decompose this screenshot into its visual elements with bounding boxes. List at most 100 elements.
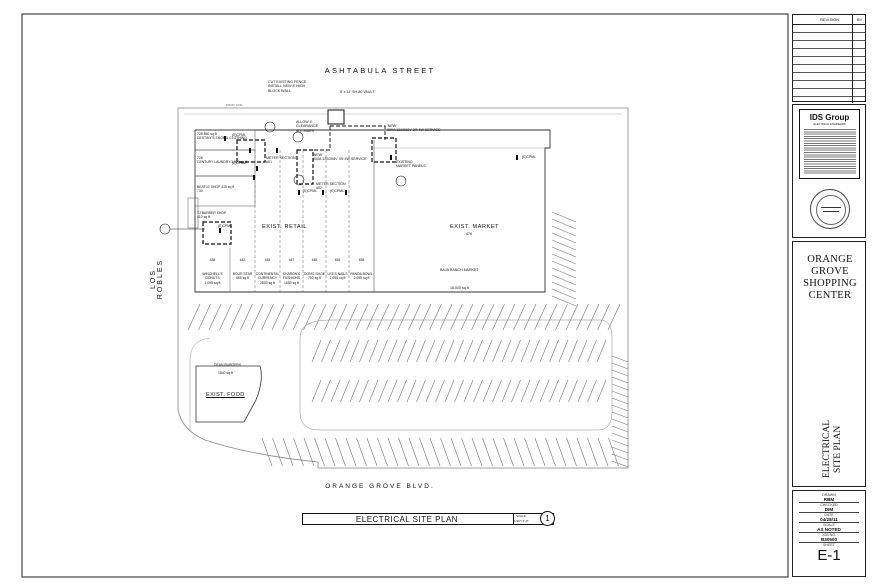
parking-stripe [611, 383, 629, 391]
meter-icon [264, 121, 407, 187]
parking-stripe [534, 303, 547, 331]
parking-stripe [586, 303, 600, 331]
parking-stripe [378, 339, 388, 363]
parking-stripe [314, 437, 325, 467]
parking-stripe [272, 437, 283, 467]
parking-stripe [473, 379, 483, 403]
parking-stripe [419, 437, 430, 467]
meter-1-callout: METER SECTION#01 [266, 156, 296, 165]
storefront-number: 445 [264, 258, 271, 262]
parking-stripe [611, 390, 629, 398]
parking-stripe [549, 339, 559, 363]
vault-callout: 8' x 14' SH-80 VAULT [340, 90, 375, 94]
cpml-label: (E)CPML [330, 189, 344, 193]
parking-stripe [311, 339, 322, 363]
storefront-number: 447 [288, 258, 295, 262]
parking-stripe [368, 379, 379, 403]
parking-stripe [397, 339, 407, 363]
parking-stripe [597, 437, 609, 467]
parking-stripe [398, 437, 409, 467]
parking-stripe [597, 303, 610, 331]
parking-stripe [473, 339, 483, 363]
parking-stripe [544, 303, 558, 331]
parking-stripe [482, 437, 493, 467]
parking-stripe [513, 437, 525, 467]
parking-stripe [551, 274, 577, 286]
parking-stripe [545, 437, 556, 467]
firm-logo-box: IDS Group ELECTRICAL ENGINEERS [799, 109, 860, 179]
parking-stripe [513, 303, 526, 331]
parking-stripe [439, 303, 453, 331]
parking-stripe [454, 339, 464, 363]
parking-stripe [534, 437, 546, 467]
meter-section-2-outline [296, 149, 314, 185]
parking-stripe [503, 437, 514, 467]
date-label: DATE [824, 513, 834, 517]
parking-stripe [377, 437, 388, 467]
parking-stalls [187, 211, 629, 468]
parking-stripe [568, 339, 578, 363]
parking-stripe [416, 379, 426, 403]
storefront-number: 448 [311, 258, 318, 262]
parking-stripe [444, 339, 455, 363]
storefront-name: PANDA BOWL [350, 272, 373, 277]
retail-label: EXIST. RETAIL [262, 224, 307, 230]
revision-header: REVISION [820, 17, 840, 22]
scale-label: SCALE [823, 523, 835, 527]
parking-stripe [359, 339, 369, 363]
storefront-number: 458 [358, 258, 365, 262]
parking-stripe [492, 303, 505, 331]
street-south-label: ORANGE GROVE BLVD. [325, 483, 435, 490]
parking-stripe [611, 432, 629, 440]
storefront-area: 2,095 sq ft [329, 276, 346, 281]
sheet-number: E-1 [817, 547, 841, 564]
parking-stripe [324, 437, 336, 467]
parking-stripe [444, 379, 455, 403]
storefront: 447 SHARON'S FASHIONS 1650 sq ft [280, 258, 303, 285]
parking-stripe [282, 437, 294, 467]
parking-stripe [611, 446, 629, 454]
parking-stripe [511, 339, 521, 363]
parking-stripe [293, 437, 304, 467]
parking-stripe [611, 439, 629, 447]
parking-stripe [429, 437, 441, 467]
parking-stripe [376, 303, 390, 331]
parking-stripe [435, 379, 445, 403]
parking-stripe [425, 339, 436, 363]
food-area: 1840 sq ft [218, 371, 233, 375]
food-building [195, 365, 262, 423]
parking-stripe [551, 260, 577, 272]
checked-label: CHECKED [820, 503, 838, 507]
parking-stripe [611, 425, 629, 433]
storefront: 458 PANDA BOWL 2,095 sq ft [349, 258, 374, 281]
parking-stripe [539, 379, 550, 403]
parking-stripe [435, 339, 445, 363]
parking-stripe [187, 303, 201, 331]
parking-stripe [219, 303, 232, 331]
market-label: EXIST. MARKET [450, 224, 500, 230]
parking-stripe [551, 281, 577, 293]
parking-stripe [611, 460, 629, 468]
storefront-number: 455 [334, 258, 341, 262]
checked-value: DIM [799, 507, 859, 513]
cpml-label: (E)CPML [232, 161, 246, 165]
storefront-area: 750 sq ft [307, 276, 321, 281]
parking-stripe [551, 253, 577, 265]
street-north-label: ASHTABULA STREET [324, 66, 436, 75]
parking-stripe [366, 303, 379, 331]
parking-stripe [330, 379, 341, 403]
parking-stripe [378, 379, 388, 403]
market-area: 18,000 sq ft [450, 286, 469, 290]
parking-stripe [429, 303, 442, 331]
job-label: JOB NO. [821, 533, 837, 537]
parking-stripe [611, 362, 629, 370]
parking-stripe [482, 339, 493, 363]
parking-stripe [551, 295, 577, 307]
sheet-title: ELECTRICAL SITE PLAN [822, 419, 843, 479]
parking-stripe [555, 437, 567, 467]
storefront-number: 438 [209, 258, 216, 262]
parking-stripe [349, 379, 360, 403]
parking-stripe [587, 379, 597, 403]
